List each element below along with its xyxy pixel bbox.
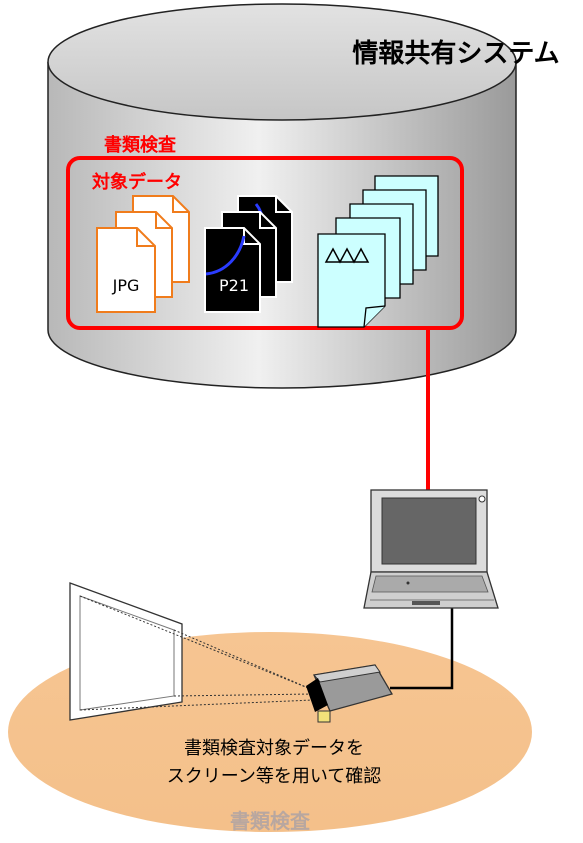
- floor-caption-line2: スクリーン等を用いて確認: [167, 766, 382, 787]
- drawing-documents-icon: [317, 175, 439, 328]
- p21-file-label: P21: [219, 276, 249, 295]
- laptop-icon: [363, 489, 499, 609]
- target-data-label: 対象データ: [91, 171, 182, 193]
- floor-label: 書類検査: [230, 809, 310, 833]
- inspection-box-title: 書類検査: [104, 134, 176, 156]
- connection-cable: [390, 608, 454, 690]
- target-data-frame: [66, 156, 464, 330]
- projection-beams: [79, 595, 314, 711]
- projector-icon: [306, 664, 393, 723]
- p21-files-icon: [204, 195, 293, 313]
- system-title: 情報共有システム: [352, 39, 559, 69]
- jpg-file-label: JPG: [112, 276, 140, 295]
- jpg-files-icon: [96, 195, 190, 313]
- projection-screen-icon: [69, 582, 183, 721]
- floor-caption-line1: 書類検査対象データを: [184, 738, 364, 759]
